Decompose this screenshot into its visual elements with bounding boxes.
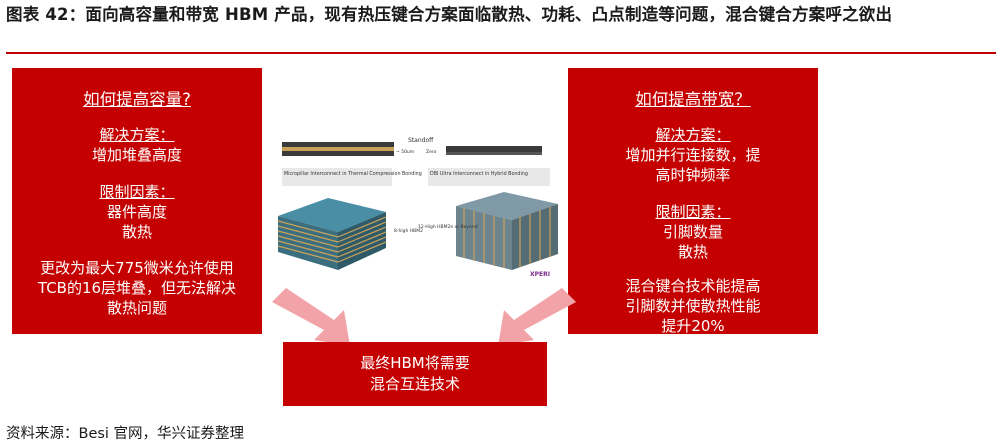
conclusion-line: 混合互连技术 (369, 375, 460, 393)
bandwidth-note: 混合键合技术能提高 引脚数并使散热性能 提升20% (568, 276, 818, 336)
figure-title: 图表 42：面向高容量和带宽 HBM 产品，现有热压键合方案面临散热、功耗、凸点… (6, 5, 893, 24)
left-arrow-icon (272, 288, 350, 346)
bandwidth-limit-label: 限制因素： (655, 203, 731, 221)
capacity-limit-item: 器件高度 (106, 203, 167, 221)
bandwidth-solution-line: 高时钟频率 (655, 166, 731, 184)
standoff-label: Standoff (408, 137, 434, 144)
title-divider (6, 52, 996, 54)
dim-left-label: ~ 50um (396, 149, 414, 155)
tcb-caption: Micropillar Interconnect in Thermal Comp… (284, 171, 422, 177)
tcb-strip-bottom (282, 151, 394, 156)
bandwidth-heading: 如何提高带宽？ (635, 90, 751, 109)
hb-stack-label: 12-High HBM2e or Beyond (418, 224, 478, 230)
capacity-heading: 如何提高容量? (83, 90, 191, 109)
bandwidth-panel: 如何提高带宽？ 解决方案： 增加并行连接数，提 高时钟频率 限制因素： 引脚数量… (568, 68, 818, 336)
hb-strip (446, 146, 542, 152)
hb-caption-box (428, 168, 550, 186)
tcb-strip-bumps (282, 147, 394, 151)
bonding-comparison-image: Standoff ~ 50um Zero Micropillar Interco… (268, 120, 562, 280)
capacity-solution-text: 增加堆叠高度 (91, 146, 182, 164)
source-note: 资料来源：Besi 官网，华兴证券整理 (6, 426, 245, 442)
capacity-limit-item: 散热 (121, 223, 152, 241)
capacity-note-line: TCB的16层堆叠，但无法解决 (37, 279, 237, 297)
capacity-note-line: 散热问题 (106, 299, 167, 317)
tcb-stack-8high (277, 198, 387, 270)
bandwidth-solution-line: 增加并行连接数，提 (625, 146, 761, 164)
dim-right-label: Zero (426, 149, 437, 155)
right-arrow-icon (498, 288, 576, 346)
capacity-note-line: 更改为最大775微米允许使用 (40, 259, 234, 277)
conclusion-line: 最终HBM将需要 (360, 354, 470, 372)
bandwidth-note-line: 混合键合技术能提高 (625, 277, 761, 295)
hb-stack-12high (456, 192, 558, 270)
hb-caption: DBI Ultra Interconnect in Hybrid Bonding (430, 171, 528, 177)
tcb-caption-box (282, 168, 392, 186)
conclusion-panel: 最终HBM将需要 混合互连技术 (283, 342, 547, 406)
capacity-panel: 如何提高容量? 解决方案： 增加堆叠高度 限制因素： 器件高度 散热 更改为最大… (12, 68, 262, 334)
tcb-strip-top (282, 142, 394, 147)
hb-strip-base (446, 152, 542, 155)
bandwidth-limit-item: 散热 (677, 243, 708, 261)
bonding-illustration: Standoff ~ 50um Zero Micropillar Interco… (277, 137, 558, 278)
capacity-solution-label: 解决方案： (99, 126, 175, 144)
bandwidth-note-line: 引脚数并使散热性能 (625, 297, 761, 315)
tcb-stack-label: 8-high HBM2 (394, 228, 423, 234)
capacity-limit-label: 限制因素： (99, 183, 175, 201)
xperi-logo: XPERI (530, 271, 550, 278)
bandwidth-solution-label: 解决方案： (655, 126, 731, 144)
capacity-note: 更改为最大775微米允许使用 TCB的16层堆叠，但无法解决 散热问题 (12, 258, 262, 318)
bandwidth-note-line: 提升20% (661, 317, 725, 335)
bandwidth-limit-item: 引脚数量 (662, 223, 723, 241)
